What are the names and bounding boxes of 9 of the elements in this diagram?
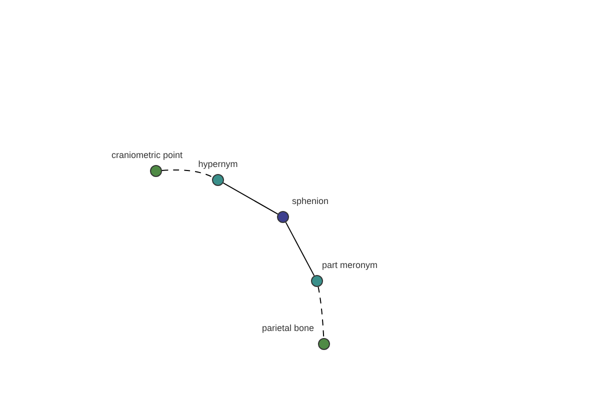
node-label: sphenion [292,196,329,206]
connector-line [222,182,278,215]
node-label: craniometric point [111,150,183,160]
node-label: parietal bone [262,323,314,333]
connector-line [285,222,315,276]
node-label: part meronym [322,260,378,270]
dashed-connector [161,170,214,178]
node-label: hypernym [198,159,238,169]
dashed-connector [318,286,324,338]
